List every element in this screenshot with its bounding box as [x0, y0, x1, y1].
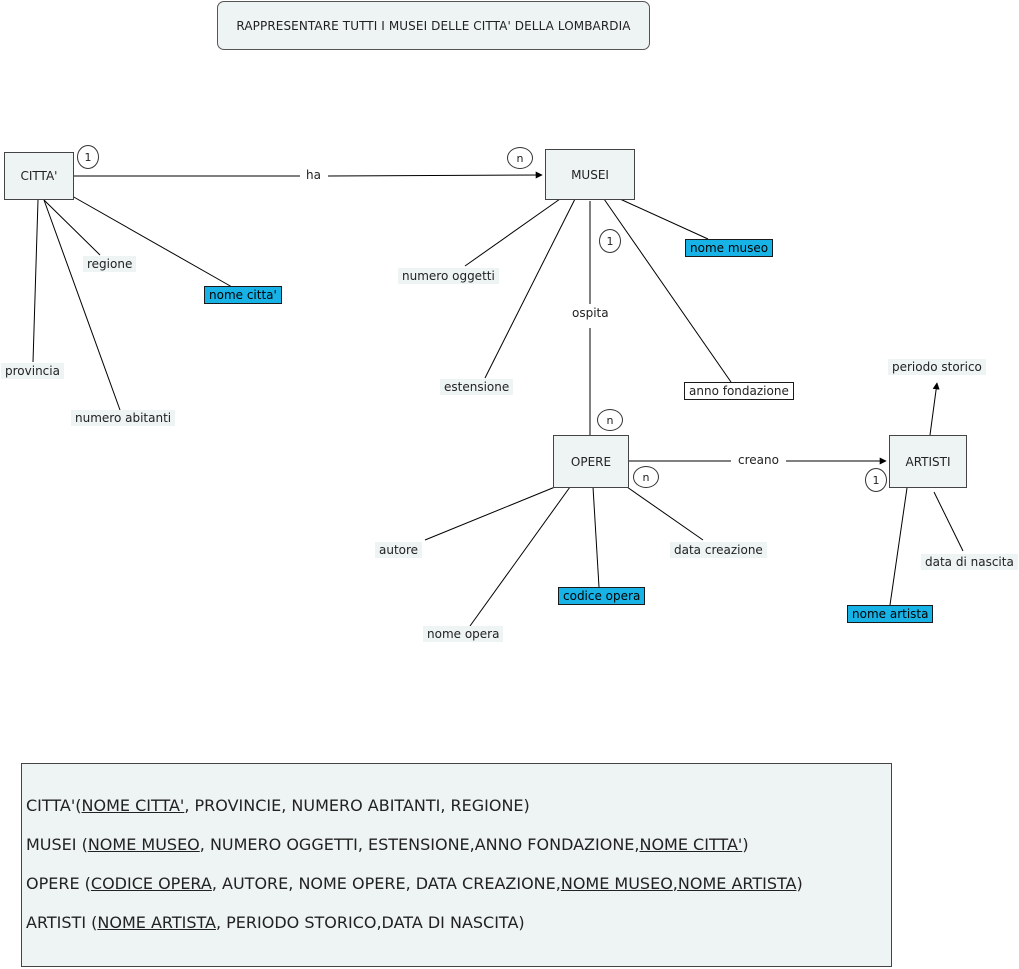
edge-artisti-nome — [889, 487, 908, 606]
edge-citta-regione — [43, 199, 101, 256]
diagram-title: RAPPRESENTARE TUTTI I MUSEI DELLE CITTA'… — [217, 1, 650, 50]
schema-fk-nome-museo: NOME MUSEO — [560, 874, 673, 893]
attr-periodo-storico: periodo storico — [888, 359, 986, 375]
schema-text: ) — [742, 835, 749, 854]
edge-opere-codice — [592, 486, 600, 588]
relationship-ha: ha — [303, 168, 324, 182]
schema-row-opere: OPERE (CODICE OPERA, AUTORE, NOME OPERE,… — [26, 874, 803, 893]
edge-ha-musei — [327, 171, 543, 179]
schema-text: MUSEI ( — [26, 835, 88, 854]
attr-regione: regione — [83, 256, 137, 272]
schema-text: ARTISTI ( — [26, 913, 98, 932]
edge-citta-abitanti — [43, 199, 121, 411]
edge-opere-nome — [469, 486, 571, 627]
edge-musei-oggetti — [464, 198, 561, 267]
schema-row-artisti: ARTISTI (NOME ARTISTA, PERIODO STORICO,D… — [26, 913, 525, 932]
relationship-creano: creano — [735, 453, 782, 467]
attr-codice-opera: codice opera — [558, 587, 646, 605]
schema-text: , — [672, 874, 678, 893]
entity-musei: MUSEI — [545, 149, 635, 200]
schema-text: , PERIODO STORICO,DATA DI NASCITA) — [215, 913, 525, 932]
attr-anno-fondazione: anno fondazione — [684, 382, 794, 400]
cardinality-musei-ospita: 1 — [599, 229, 621, 253]
cardinality-opere-ospita: n — [597, 409, 623, 431]
schema-text: OPERE ( — [26, 874, 91, 893]
attr-nome-opera: nome opera — [423, 626, 504, 642]
attr-nome-museo: nome museo — [685, 239, 774, 257]
schema-fk-nome-citta: NOME CITTA' — [639, 835, 743, 854]
edge-artisti-periodo — [929, 382, 940, 436]
edge-citta-provincia — [32, 199, 39, 363]
schema-row-musei: MUSEI (NOME MUSEO, NUMERO OGGETTI, ESTEN… — [26, 835, 749, 854]
attr-numero-abitanti: numero abitanti — [71, 410, 176, 426]
cardinality-citta-ha: 1 — [77, 145, 99, 169]
attr-numero-oggetti: numero oggetti — [398, 268, 499, 284]
schema-text: , NUMERO OGGETTI, ESTENSIONE,ANNO FONDAZ… — [199, 835, 640, 854]
edge-citta-nome — [71, 195, 233, 288]
edge-musei-nome — [619, 198, 709, 240]
schema-row-citta: CITTA'(NOME CITTA', PROVINCIE, NUMERO AB… — [26, 796, 530, 815]
attr-estensione: estensione — [440, 379, 514, 395]
attr-autore: autore — [375, 542, 423, 558]
relationship-ospita: ospita — [569, 306, 612, 320]
relational-schema: CITTA'(NOME CITTA', PROVINCIE, NUMERO AB… — [21, 763, 892, 967]
schema-fk-nome-artista: NOME ARTISTA — [677, 874, 797, 893]
attr-data-creazione: data creazione — [670, 542, 767, 558]
edge-artisti-nascita — [933, 491, 964, 552]
edge-opere-data — [626, 486, 704, 541]
cardinality-musei-ha: n — [507, 147, 533, 169]
schema-key-nome-museo: NOME MUSEO — [87, 835, 200, 854]
entity-opere: OPERE — [553, 435, 629, 488]
schema-key-nome-artista: NOME ARTISTA — [97, 913, 216, 932]
entity-artisti: ARTISTI — [889, 435, 967, 488]
schema-key-nome-citta: NOME CITTA' — [81, 796, 185, 815]
schema-text: CITTA'( — [26, 796, 82, 815]
edge-musei-fondazione — [603, 198, 732, 383]
schema-key-codice-opera: CODICE OPERA — [90, 874, 212, 893]
edge-musei-estensione — [484, 198, 576, 379]
attr-nome-citta: nome citta' — [204, 286, 282, 304]
cardinality-opere-creano: n — [633, 466, 659, 488]
entity-citta: CITTA' — [4, 152, 74, 200]
attr-nome-artista: nome artista — [847, 605, 934, 623]
cardinality-artisti-creano: 1 — [865, 468, 887, 492]
edge-opere-autore — [424, 486, 556, 541]
attr-provincia: provincia — [1, 363, 64, 379]
attr-data-di-nascita: data di nascita — [921, 554, 1018, 570]
schema-text: ) — [796, 874, 803, 893]
schema-text: , AUTORE, NOME OPERE, DATA CREAZIONE, — [211, 874, 561, 893]
schema-text: , PROVINCIE, NUMERO ABITANTI, REGIONE) — [184, 796, 530, 815]
